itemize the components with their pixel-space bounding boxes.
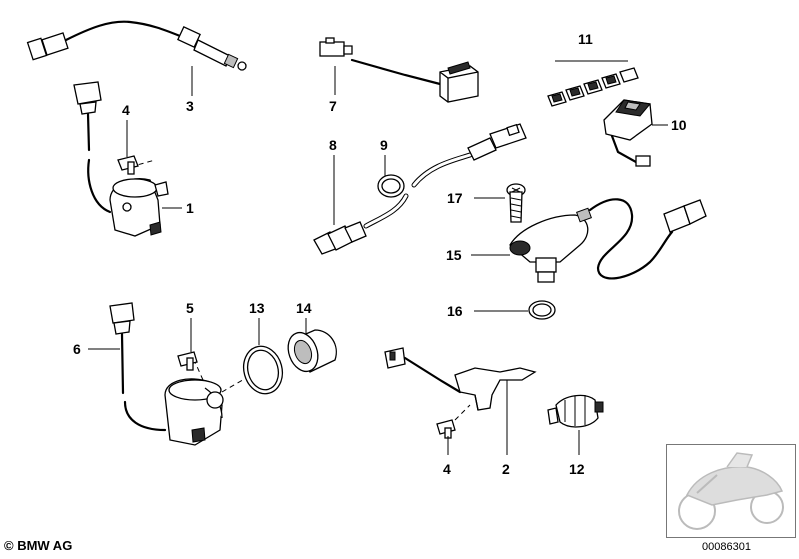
part-12-pressure-switch (547, 394, 604, 428)
part-6-cable-sensor (109, 302, 261, 446)
motorcycle-thumbnail (666, 444, 796, 538)
callout-3: 3 (186, 98, 194, 114)
part-4a-screw (117, 155, 139, 175)
part-10-switch-unit (603, 99, 653, 167)
copyright-label: © BMW AG (4, 538, 73, 553)
part-5-screw (177, 351, 198, 371)
callout-12: 12 (569, 461, 585, 477)
part-1-sensor (73, 81, 169, 237)
callout-2: 2 (502, 461, 510, 477)
part-9-sealing-ring (377, 174, 405, 198)
part-14-sleeve (287, 329, 337, 373)
part-8-lambda-sensor (313, 123, 527, 255)
part-15-sensor-handle (509, 198, 707, 283)
callout-5: 5 (186, 300, 194, 316)
callout-10: 10 (671, 117, 687, 133)
callouts: 3 4 1 7 8 9 11 10 17 15 16 5 13 14 6 4 2… (73, 31, 687, 477)
callout-7: 7 (329, 98, 337, 114)
motorcycle-icon (678, 452, 784, 530)
callout-15: 15 (446, 247, 462, 263)
callout-6: 6 (73, 341, 81, 357)
part-4b-screw (436, 404, 471, 439)
callout-4-top: 4 (122, 102, 130, 118)
callout-16: 16 (447, 303, 463, 319)
leader-lines (88, 60, 668, 455)
callout-9: 9 (380, 137, 388, 153)
callout-1: 1 (186, 200, 194, 216)
callout-11: 11 (578, 31, 593, 47)
part-7-switch-cable (319, 37, 479, 103)
part-11-key-caps (547, 67, 639, 107)
part-3-sensor-cable (26, 20, 247, 71)
part-17-screw (506, 183, 526, 223)
document-number: 00086301 (702, 541, 751, 553)
callout-13: 13 (249, 300, 265, 316)
callout-14: 14 (296, 300, 312, 316)
part-13-o-ring (242, 345, 284, 395)
callout-8: 8 (329, 137, 337, 153)
part-2-bracket-sensor (384, 347, 537, 411)
callout-17: 17 (447, 190, 463, 206)
callout-4-bottom: 4 (443, 461, 451, 477)
part-16-o-ring (528, 300, 556, 320)
